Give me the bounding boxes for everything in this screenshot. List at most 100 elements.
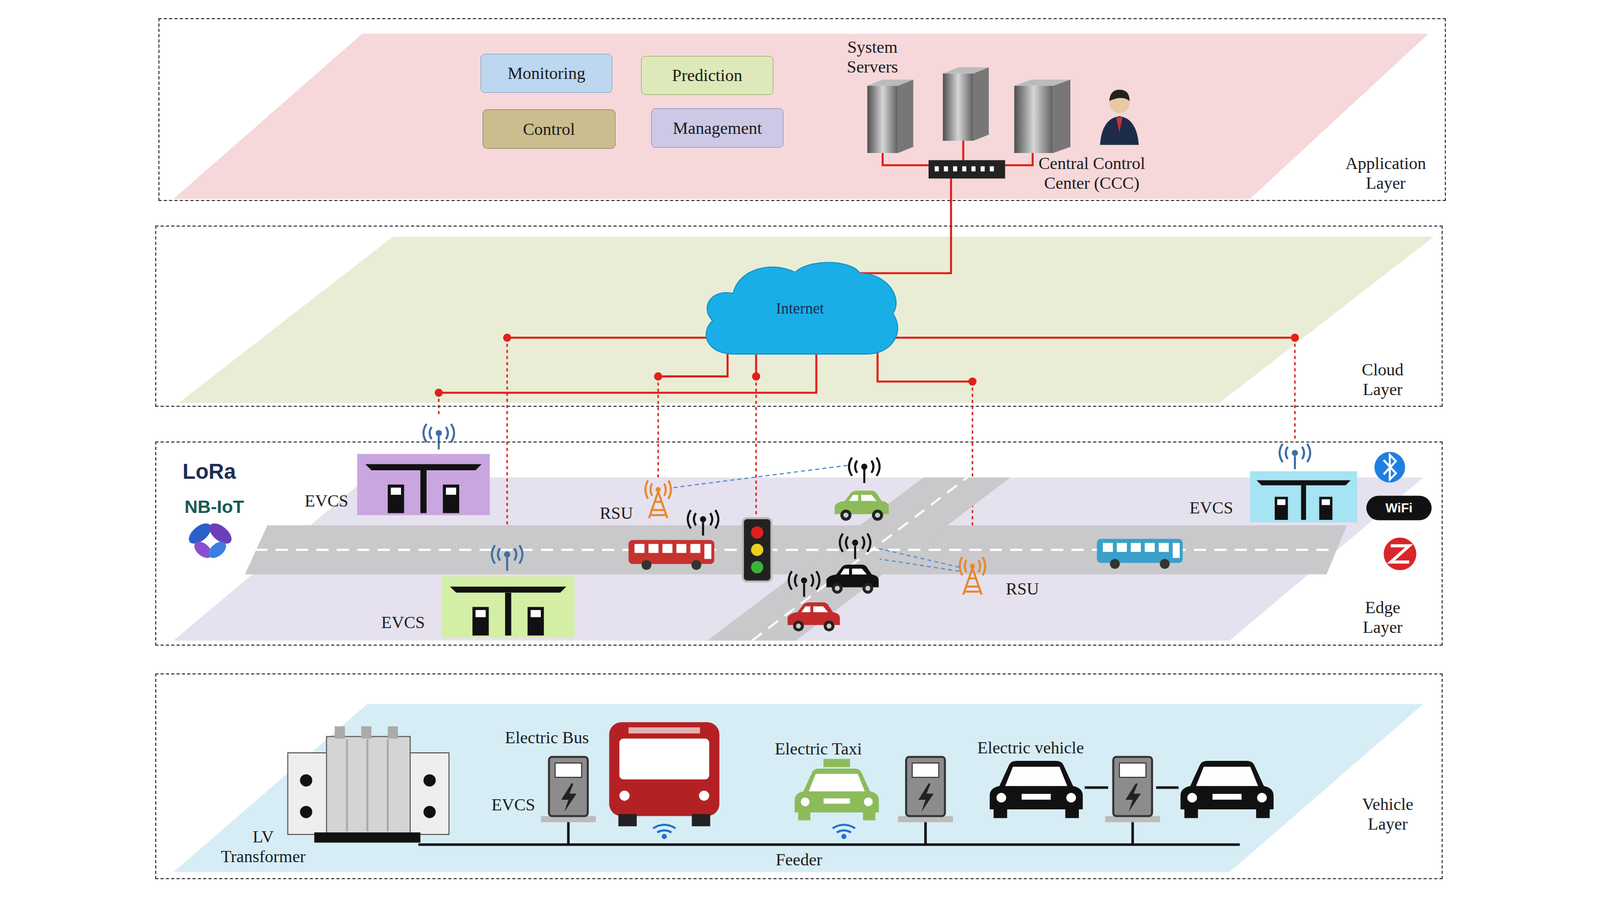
network-link bbox=[859, 201, 951, 274]
electric-bus bbox=[699, 790, 710, 802]
electric-bus bbox=[609, 722, 720, 827]
vehicle-icon bbox=[787, 602, 840, 632]
operator-icon bbox=[1116, 117, 1123, 133]
charger-symbol bbox=[540, 757, 596, 823]
electric-car bbox=[989, 761, 1083, 819]
component-label: Central Control Center (CCC) bbox=[1015, 153, 1169, 194]
protocol-logo bbox=[1383, 537, 1416, 571]
protocol-logo bbox=[1366, 496, 1432, 521]
vehicle-icon bbox=[1097, 539, 1183, 570]
protocol-name: LoRa bbox=[182, 459, 236, 484]
node-label: Internet bbox=[776, 299, 824, 318]
lv-transformer bbox=[423, 774, 436, 787]
layer-band: Cloud Layer Internet bbox=[155, 225, 1444, 408]
function-box: Prediction bbox=[641, 56, 774, 95]
cloud-ground bbox=[178, 236, 1434, 404]
charging-station bbox=[441, 576, 575, 638]
antenna-symbol bbox=[423, 424, 1311, 597]
component-label: Feeder bbox=[776, 850, 823, 870]
electric-car bbox=[989, 761, 1274, 819]
node-label: Prediction bbox=[672, 65, 743, 86]
internet-cloud: Internet bbox=[697, 258, 903, 359]
traffic-light bbox=[742, 518, 772, 582]
rsu-tower bbox=[959, 557, 986, 596]
operator-icon bbox=[1100, 116, 1140, 146]
component-label: EVCS bbox=[491, 795, 535, 815]
network-switch bbox=[971, 166, 976, 172]
lv-transformer bbox=[326, 736, 411, 835]
electric-bus bbox=[619, 790, 630, 802]
electric-taxi bbox=[823, 758, 851, 767]
antenna-symbol bbox=[1279, 443, 1310, 470]
vehicle-icon bbox=[628, 490, 1183, 632]
lv-transformer bbox=[408, 753, 450, 835]
road bbox=[752, 477, 968, 641]
electric-bus bbox=[618, 814, 637, 827]
operator-icon bbox=[1100, 89, 1140, 145]
road bbox=[244, 525, 1347, 575]
control-center: System ServersCentral Control Center (CC… bbox=[831, 31, 1174, 202]
component-label: Electric Bus bbox=[505, 728, 589, 748]
wifi-symbol bbox=[842, 835, 846, 839]
component-label: EVCS bbox=[381, 612, 426, 633]
lv-transformer bbox=[423, 805, 436, 819]
lv-transformer bbox=[288, 753, 330, 835]
charger-symbol bbox=[1105, 757, 1160, 823]
traffic-light bbox=[750, 544, 764, 557]
charging-station bbox=[365, 464, 482, 514]
lv-transformer bbox=[361, 726, 372, 739]
charging-station bbox=[450, 586, 567, 636]
network-switch bbox=[989, 166, 995, 172]
electric-bus bbox=[628, 727, 701, 734]
node-label: Management bbox=[672, 118, 762, 139]
layer-band: Application Layer Monitoring PredictionCon… bbox=[158, 18, 1447, 201]
vehicle-icon bbox=[834, 490, 889, 521]
electric-bus bbox=[609, 722, 720, 817]
charging-station bbox=[357, 453, 491, 516]
vehicle-icon bbox=[826, 564, 879, 595]
antenna-symbol bbox=[688, 510, 719, 536]
lv-transformer bbox=[347, 739, 389, 832]
wifi-symbol bbox=[652, 825, 855, 839]
charging-station bbox=[1250, 471, 1358, 523]
vehicle-ground bbox=[173, 704, 1424, 873]
function-box: Control bbox=[482, 109, 616, 150]
layer-title: Vehicle Layer bbox=[1344, 794, 1432, 835]
antenna-symbol bbox=[788, 571, 820, 597]
protocol-logo bbox=[205, 538, 229, 562]
electric-taxi bbox=[794, 769, 879, 821]
node-label: Control bbox=[522, 119, 575, 140]
antenna-symbol bbox=[849, 457, 880, 484]
layer-title: Application Layer bbox=[1334, 153, 1437, 194]
server-symbol bbox=[867, 79, 914, 86]
network-switch bbox=[934, 166, 940, 172]
node-label: Monitoring bbox=[507, 63, 586, 84]
charging-station bbox=[357, 453, 1358, 638]
v2x-link bbox=[673, 465, 960, 572]
lv-transformer bbox=[387, 726, 398, 739]
layer-band: Edge Layer bbox=[155, 441, 1444, 646]
traffic-light bbox=[750, 526, 764, 539]
lv-transformer bbox=[288, 726, 450, 843]
server-symbol bbox=[942, 67, 989, 74]
function-box: Management bbox=[651, 108, 784, 149]
traffic-light bbox=[742, 518, 772, 582]
server-symbol bbox=[1052, 79, 1071, 154]
illustration bbox=[173, 33, 1434, 873]
cloud-shape bbox=[706, 262, 898, 355]
server-symbol bbox=[973, 67, 989, 141]
lv-transformer bbox=[300, 774, 313, 787]
protocol-logo bbox=[1374, 452, 1405, 483]
application-ground bbox=[173, 33, 1429, 199]
layer-title: Cloud Layer bbox=[1352, 360, 1414, 400]
charging-station bbox=[1256, 480, 1351, 520]
wifi-symbol bbox=[652, 825, 855, 833]
electric-bus bbox=[691, 814, 710, 827]
traffic-light bbox=[750, 561, 764, 574]
server-wires bbox=[882, 140, 1033, 204]
network-switch bbox=[962, 166, 967, 172]
server-symbol bbox=[1014, 85, 1054, 154]
wifi-symbol bbox=[662, 835, 667, 839]
